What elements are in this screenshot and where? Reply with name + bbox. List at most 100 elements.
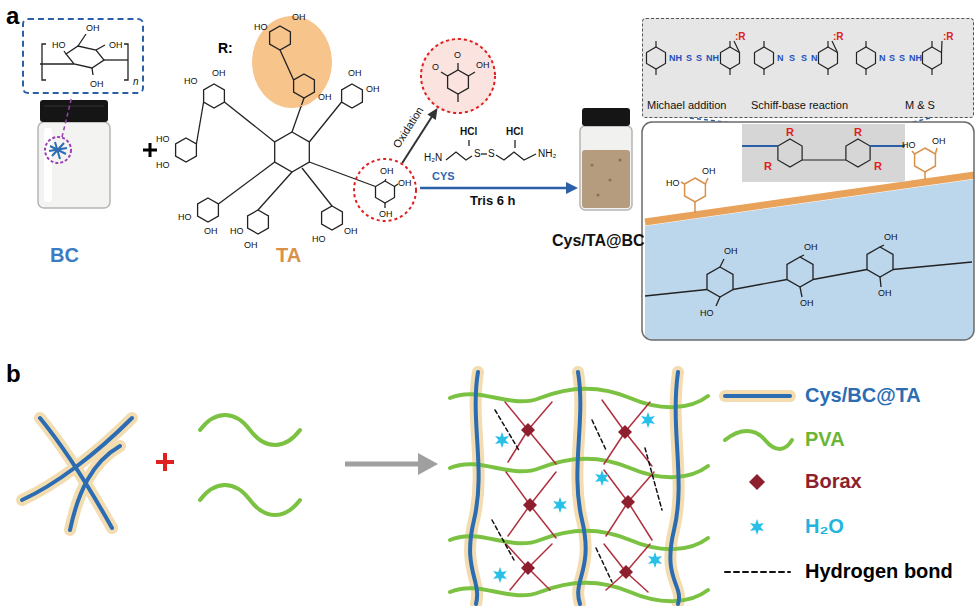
arrow-head bbox=[427, 108, 437, 120]
water-marks bbox=[553, 497, 567, 513]
tannic-acid-structure bbox=[258, 172, 292, 210]
node-text: n bbox=[133, 76, 139, 88]
crosslink-structures bbox=[763, 41, 764, 47]
node-text: OH bbox=[90, 79, 104, 89]
cellulose-monomer bbox=[124, 44, 128, 80]
crosslink-structures bbox=[655, 69, 656, 75]
borax-marks bbox=[521, 423, 535, 437]
product-vial bbox=[582, 108, 630, 126]
atom-label: OH bbox=[344, 226, 358, 236]
surface-scheme bbox=[642, 122, 975, 340]
tannic-acid-structure bbox=[176, 138, 197, 162]
atom-label: HO bbox=[312, 234, 326, 244]
pva-chains bbox=[200, 415, 300, 515]
gallol-ring bbox=[395, 184, 399, 187]
water-marks bbox=[641, 412, 655, 428]
cystamine-structure bbox=[514, 140, 515, 148]
product-vial bbox=[597, 194, 600, 197]
atom-label: S bbox=[474, 148, 481, 160]
atom-label: OH bbox=[204, 226, 218, 236]
surface-scheme bbox=[681, 148, 937, 213]
atom-label: HO bbox=[156, 160, 170, 170]
legend-samples bbox=[725, 571, 790, 573]
water-marks bbox=[648, 552, 662, 568]
quinone-circle: OOOH bbox=[420, 38, 496, 114]
product-vial bbox=[619, 159, 622, 162]
tannic-acid-structure bbox=[204, 84, 225, 108]
atom-label: HO bbox=[230, 226, 244, 236]
panel-letter: a bbox=[6, 2, 19, 30]
hydrogel-network bbox=[577, 372, 585, 604]
oxidized-ring-ground bbox=[420, 38, 496, 114]
crosslink-structures bbox=[734, 41, 740, 53]
atom-label: OH bbox=[884, 232, 898, 242]
surface-scheme bbox=[645, 179, 974, 340]
tannic-acid-structure bbox=[280, 50, 294, 80]
hydrogel-network bbox=[450, 372, 708, 604]
hydrogel-network bbox=[506, 544, 552, 590]
node-text: S bbox=[686, 53, 692, 63]
water-marks bbox=[595, 470, 609, 486]
tannic-acid-structure bbox=[309, 162, 375, 187]
r-group-label: R bbox=[854, 126, 862, 139]
atom-label: HO bbox=[700, 308, 714, 318]
quinone-ring bbox=[457, 94, 458, 102]
atom-label: OH bbox=[318, 92, 332, 102]
node-text: :R bbox=[735, 31, 746, 43]
crosslink-structures bbox=[647, 41, 943, 75]
surface-scheme bbox=[880, 245, 884, 247]
tannic-acid-structure bbox=[176, 26, 376, 234]
atom-label: OH bbox=[932, 136, 946, 146]
crosslink-structures bbox=[857, 47, 876, 69]
node-text: OH bbox=[476, 60, 490, 70]
atom-label: HO bbox=[184, 76, 198, 86]
tannic-acid-structure bbox=[248, 210, 269, 234]
surface-scheme bbox=[716, 297, 720, 306]
atom-label: H₂N bbox=[424, 152, 442, 164]
quinone-ring bbox=[468, 72, 475, 76]
atom-label: OH bbox=[724, 246, 738, 256]
bc-vial bbox=[45, 137, 71, 163]
node-text: HO bbox=[52, 40, 66, 50]
product-vial bbox=[591, 164, 594, 167]
product-vial bbox=[609, 179, 612, 182]
node-text: S bbox=[696, 53, 702, 63]
hydrogel-network bbox=[645, 448, 662, 510]
reaction-arrow bbox=[420, 182, 578, 194]
r-group-ellipse-line bbox=[253, 17, 331, 107]
condition-label: Tris 6 h bbox=[470, 194, 516, 209]
process-arrow bbox=[418, 453, 438, 475]
hydrogel-network bbox=[505, 400, 654, 592]
cellulose-box: OHOHHOOHn bbox=[22, 18, 144, 94]
crosslink-structures bbox=[931, 41, 932, 47]
node-text: NH bbox=[706, 53, 719, 63]
hydrogel-network bbox=[470, 372, 479, 604]
cellulose-monomer bbox=[42, 44, 46, 80]
legend-samples bbox=[725, 396, 792, 572]
node-text: O bbox=[454, 50, 461, 60]
node-text: R: bbox=[218, 40, 233, 56]
hydrogel-network bbox=[470, 372, 479, 604]
borax-marks bbox=[521, 561, 535, 575]
surface-scheme bbox=[645, 290, 707, 297]
fiber-bundle bbox=[22, 418, 132, 500]
surface-scheme bbox=[742, 124, 905, 182]
legend-samples bbox=[725, 394, 790, 398]
surface-scheme bbox=[707, 267, 733, 297]
surface-scheme bbox=[778, 139, 870, 167]
surface-scheme bbox=[800, 287, 802, 297]
bc-vial bbox=[38, 96, 110, 208]
atom-label: OH bbox=[244, 240, 258, 250]
node-text: S bbox=[899, 53, 905, 63]
bc-vial bbox=[49, 142, 67, 159]
water-marks bbox=[493, 412, 662, 583]
product-vial bbox=[580, 108, 632, 210]
cystamine-structure bbox=[446, 152, 472, 160]
cystamine-structure bbox=[496, 152, 536, 160]
atom-label: OH bbox=[800, 298, 814, 308]
tannic-acid-structure bbox=[218, 162, 274, 204]
surface-scheme bbox=[813, 270, 867, 280]
surface-scheme bbox=[685, 178, 706, 202]
tannic-acid-structure bbox=[275, 132, 310, 172]
